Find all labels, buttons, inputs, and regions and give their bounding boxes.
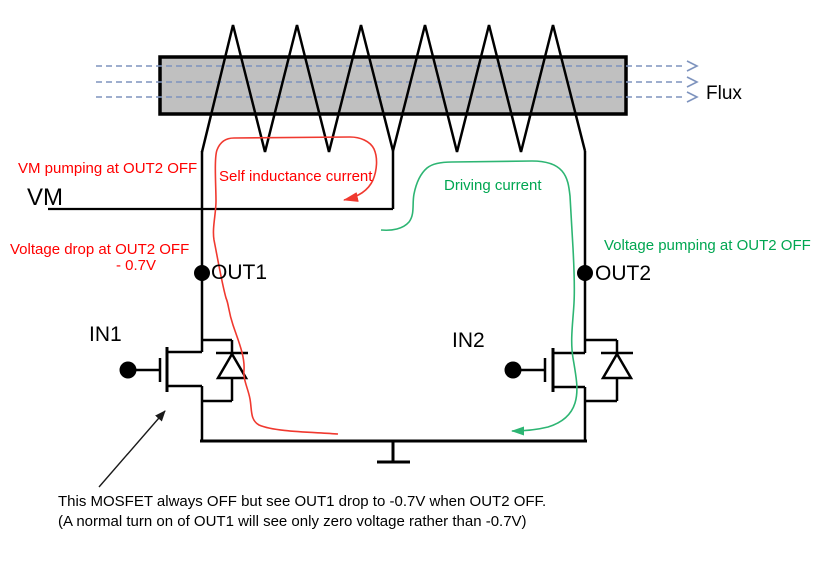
body-diode [215, 351, 249, 380]
in1-terminal [119, 361, 137, 379]
mosfet-left [119, 338, 249, 442]
out1-node [194, 265, 210, 281]
vm-pumping-annotation: VM pumping at OUT2 OFF [18, 160, 198, 177]
flux-arrowhead [686, 60, 699, 72]
vm-label: VM [27, 184, 63, 211]
out2-node [577, 265, 593, 281]
in2-terminal [504, 361, 522, 379]
flux-lines [96, 60, 699, 103]
out1-label: OUT1 [211, 261, 268, 284]
self-inductance-current-path [212, 136, 378, 435]
driving-current-annotation: Driving current [444, 177, 542, 194]
self-inductance-annotation: Self inductance current [219, 168, 373, 185]
flux-label: Flux [706, 83, 742, 104]
flux-arrowhead [686, 91, 699, 103]
voltage-drop-annotation-line1: Voltage drop at OUT2 OFF [10, 241, 190, 258]
voltage-drop-annotation-line2: - 0.7V [116, 257, 157, 274]
note-arrow [98, 410, 166, 488]
in1-label: IN1 [89, 323, 122, 346]
in2-label: IN2 [452, 329, 485, 352]
mosfet-note-line1: This MOSFET always OFF but see OUT1 drop… [58, 493, 547, 510]
out2-label: OUT2 [595, 262, 652, 285]
mosfet-note-line2: (A normal turn on of OUT1 will see only … [58, 513, 527, 530]
body-diode [600, 351, 634, 380]
mosfet-right [504, 338, 634, 442]
ground-symbol [377, 441, 410, 464]
flux-arrowhead [686, 76, 699, 88]
voltage-pumping-annotation: Voltage pumping at OUT2 OFF [604, 237, 811, 254]
driving-current-path [380, 160, 578, 436]
